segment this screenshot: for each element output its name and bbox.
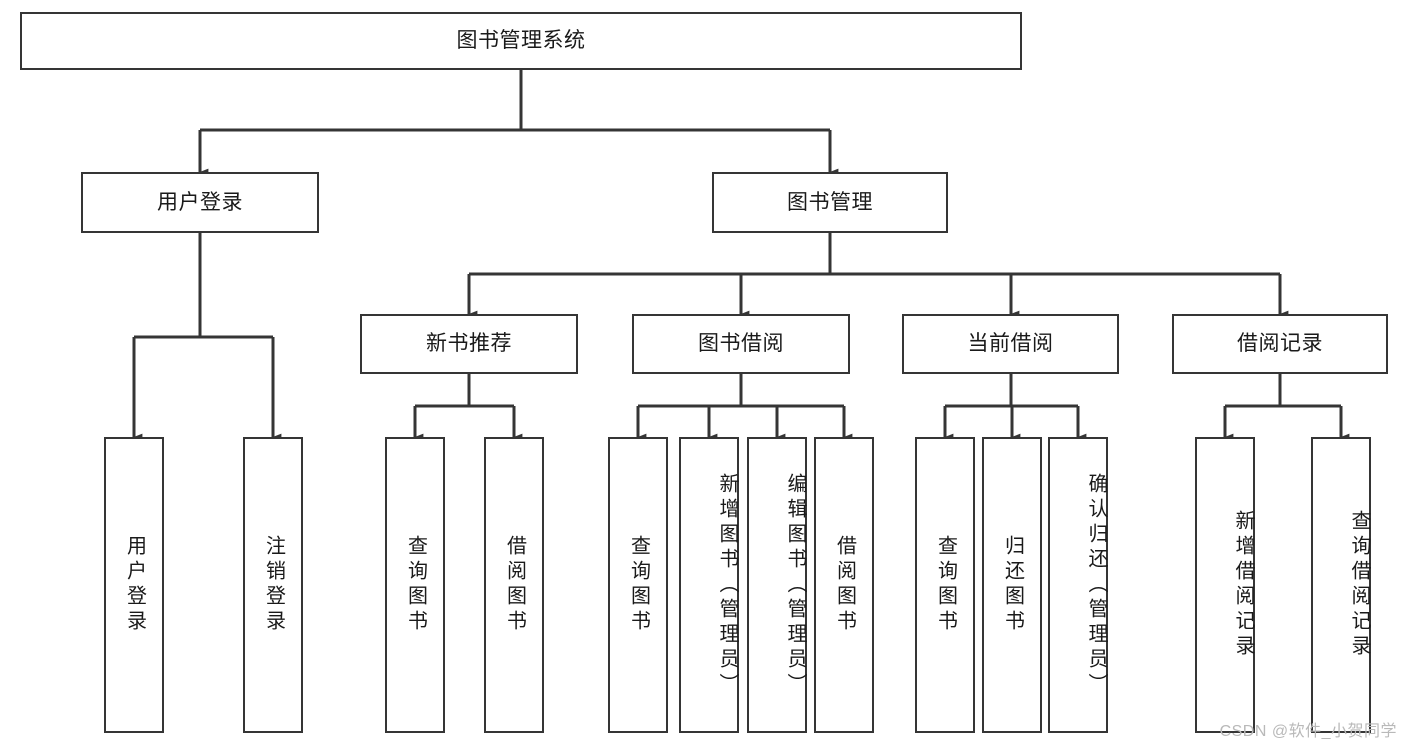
node-label: 新书推荐 — [426, 332, 512, 356]
node-leaf-borrow-book-1: 借阅图书 — [484, 437, 544, 733]
node-new-book-recommend: 新书推荐 — [360, 314, 578, 374]
node-label: 编辑图书（管理员） — [784, 472, 806, 698]
node-label: 新增借阅记录 — [1232, 510, 1254, 660]
node-leaf-query-book-2: 查询图书 — [608, 437, 668, 733]
node-label: 确认归还（管理员） — [1085, 472, 1107, 698]
node-label: 借阅图书 — [833, 535, 856, 635]
node-book-borrow: 图书借阅 — [632, 314, 850, 374]
node-leaf-user-login: 用户登录 — [104, 437, 164, 733]
node-leaf-query-book-1: 查询图书 — [385, 437, 445, 733]
node-label: 注销登录 — [262, 535, 285, 635]
node-label: 归还图书 — [1001, 535, 1024, 635]
node-leaf-add-book: 新增图书（管理员） — [679, 437, 739, 733]
node-label: 当前借阅 — [967, 332, 1054, 356]
node-current-borrow: 当前借阅 — [902, 314, 1119, 374]
node-leaf-edit-book: 编辑图书（管理员） — [747, 437, 807, 733]
node-label: 图书借阅 — [698, 332, 784, 356]
node-label: 图书管理系统 — [456, 29, 586, 53]
node-leaf-query-book-3: 查询图书 — [915, 437, 975, 733]
node-label: 查询图书 — [627, 535, 650, 635]
node-root: 图书管理系统 — [20, 12, 1022, 70]
node-leaf-confirm-return: 确认归还（管理员） — [1048, 437, 1108, 733]
node-label: 新增图书（管理员） — [716, 472, 738, 698]
watermark-label: CSDN @软件_小贺同学 — [1219, 723, 1397, 740]
node-label: 借阅图书 — [503, 535, 526, 635]
node-leaf-return-book: 归还图书 — [982, 437, 1042, 733]
node-label: 查询借阅记录 — [1348, 510, 1370, 660]
node-leaf-add-record: 新增借阅记录 — [1195, 437, 1255, 733]
node-borrow-record: 借阅记录 — [1172, 314, 1388, 374]
node-label: 查询图书 — [934, 535, 957, 635]
node-label: 用户登录 — [123, 535, 146, 635]
node-leaf-borrow-book-2: 借阅图书 — [814, 437, 874, 733]
node-label: 查询图书 — [404, 535, 427, 635]
node-book-manage: 图书管理 — [712, 172, 948, 233]
node-label: 借阅记录 — [1237, 332, 1323, 356]
node-leaf-query-record: 查询借阅记录 — [1311, 437, 1371, 733]
node-leaf-user-logout: 注销登录 — [243, 437, 303, 733]
node-label: 用户登录 — [157, 190, 243, 214]
node-user-login: 用户登录 — [81, 172, 319, 233]
node-label: 图书管理 — [787, 190, 873, 214]
